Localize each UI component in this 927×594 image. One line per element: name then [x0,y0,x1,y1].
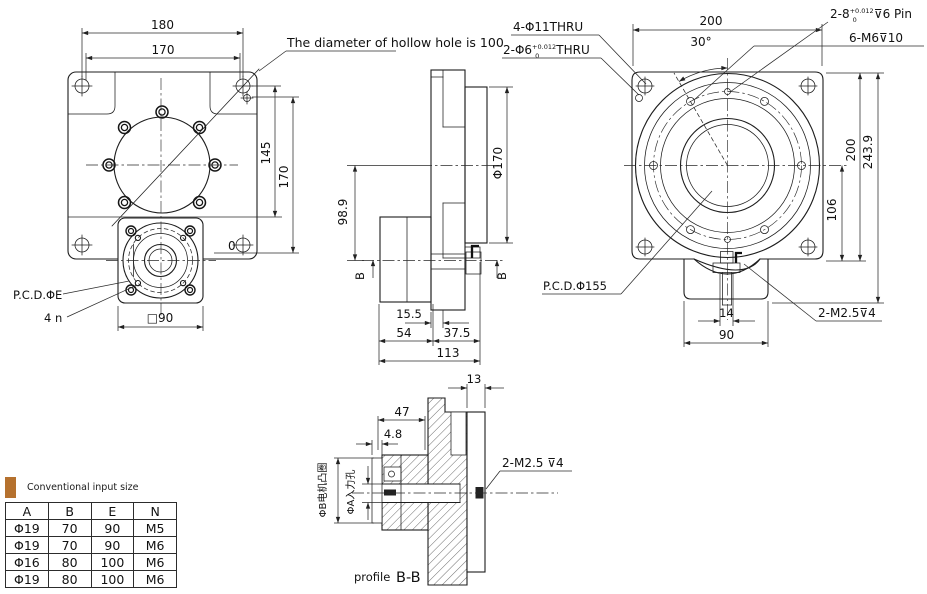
table-cell: M6 [133,536,177,554]
table-cell: Φ19 [5,536,49,554]
callout-4-phi11: 4-Φ11THRU [513,20,583,34]
dim-13: 13 [467,372,482,386]
table-cell: 100 [90,553,135,571]
dim-113: 113 [437,346,460,360]
setscrew-mark [470,244,479,258]
table-header-row: A B E N [5,502,177,520]
angle-arc [678,65,728,82]
corner-pad-right [209,71,258,115]
label-pcd-155: P.C.D.Φ155 [543,279,607,293]
dim-200-top: 200 [700,14,723,28]
corner-hole-icon [71,75,254,256]
section-dimensions: 13 47 4.8 ΦB电机凸圈 ΦA入力孔 2-M2.5 ⊽4 profile… [316,372,572,586]
bolt-holes [102,105,222,210]
table-row: Φ19 70 90 M5 [5,519,177,537]
section-caption: B-B [396,570,421,586]
dim-243-9: 243.9 [861,135,875,169]
table-cell: Φ19 [5,570,49,588]
key-section [384,489,396,496]
shaft-arch [693,258,761,275]
dim-180: 180 [151,18,174,32]
dim-phi170: Φ170 [491,147,505,179]
dim-90: 90 [719,328,734,342]
spec-table: A B E N Φ19 70 90 M5 Φ19 70 90 M6 Φ16 80 [5,502,177,588]
dim-square90: □90 [147,311,174,325]
section-caption-prefix: profile [354,570,390,584]
dim-30deg: 30° [690,35,711,49]
dim-15-5: 15.5 [396,307,422,321]
label-motor-boss: ΦB电机凸圈 [316,463,329,518]
front-view-dimensions: 180 170 145 170 0 □90 P.C.D.ΦE 4 n The d… [13,18,504,331]
col-header: N [133,502,177,520]
section-letter-left: B [353,272,367,280]
corner-pad-left [67,71,116,115]
motor-flange-square [117,217,204,304]
table-cell: 90 [90,536,135,554]
side-motor-housing [379,216,432,303]
table-row: Φ19 80 100 M6 [5,570,177,588]
pin-radial-line [673,72,728,166]
table-cell: Φ19 [5,519,49,537]
dim-54: 54 [396,326,411,340]
col-header: A [5,502,49,520]
callout-m6: 6-M6⊽10 [849,31,903,45]
spec-table-block: Conventional input size A B E N Φ19 70 9… [5,476,183,588]
table-cell: 100 [90,570,135,588]
dim-zero: 0 [228,239,236,253]
callout-m25-section: 2-M2.5 ⊽4 [502,456,564,470]
side-view: B B [353,69,509,311]
table-cell: M5 [133,519,177,537]
input-shaft-detail [712,251,742,306]
table-cell: M6 [133,553,177,571]
spec-table-title: Conventional input size [27,481,139,493]
section-letter-right: B [495,272,509,280]
col-header: B [47,502,92,520]
dim-47: 47 [394,405,409,419]
rear-plate [631,71,824,271]
dim-14: 14 [719,306,734,320]
dim-106: 106 [825,199,839,222]
callout-m25-rear: 2-M2.5⊽4 [818,306,876,320]
dim-4-8: 4.8 [384,427,402,441]
table-cell: 80 [47,553,92,571]
legend-marker [5,476,16,498]
table-cell: 90 [90,519,135,537]
spec-table-legend: Conventional input size [5,476,183,498]
dim-37-5: 37.5 [444,326,471,340]
dim-200-side: 200 [844,139,858,162]
dim-98-9: 98.9 [336,199,350,226]
dim-145: 145 [259,142,273,165]
diagonal-line [111,68,260,227]
dim-170-side: 170 [277,166,291,189]
table-cell: 70 [47,536,92,554]
front-view [67,68,260,316]
rear-corner-holes [635,76,818,257]
label-pcd-e: P.C.D.ΦE [13,288,62,302]
rear-view: 30° [624,35,848,320]
label-4n: 4 n [44,311,62,325]
col-header: E [90,502,135,520]
note-hollow-hole: The diameter of hollow hole is 100 [286,35,504,50]
section-view [352,397,558,586]
label-input-hole: ΦA入力孔 [344,470,357,515]
table-cell: 80 [47,570,92,588]
table-cell: M6 [133,570,177,588]
dim-170-top: 170 [152,43,175,57]
side-body [430,69,466,311]
table-row: Φ19 70 90 M6 [5,536,177,554]
bottom-tab [683,258,769,300]
side-view-dimensions: Φ170 98.9 15.5 54 37.5 113 [336,86,513,365]
side-flange [464,86,488,244]
table-row: Φ16 80 100 M6 [5,553,177,571]
table-cell: 70 [47,519,92,537]
table-cell: Φ16 [5,553,49,571]
motor-plate-section [371,457,383,524]
